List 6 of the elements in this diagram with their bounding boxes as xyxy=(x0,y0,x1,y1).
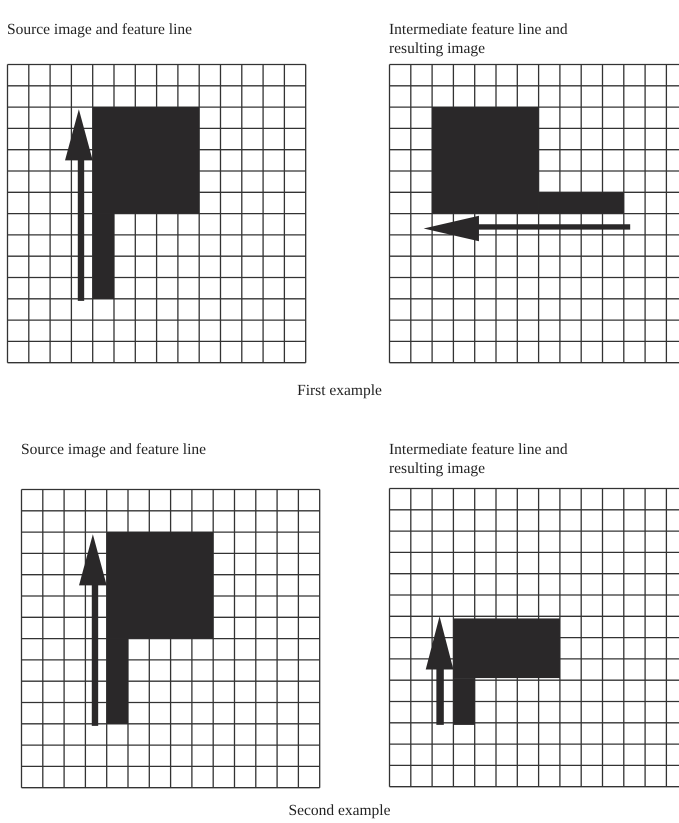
panel-caption: Source image and feature line xyxy=(7,20,192,39)
panel-caption: Source image and feature line xyxy=(21,440,206,459)
figure-caption: Second example xyxy=(288,801,390,820)
figure-caption: First example xyxy=(297,381,382,400)
panel-caption: Intermediate feature line and resulting image xyxy=(389,440,569,478)
panel-caption: Intermediate feature line and resulting image xyxy=(389,20,569,58)
